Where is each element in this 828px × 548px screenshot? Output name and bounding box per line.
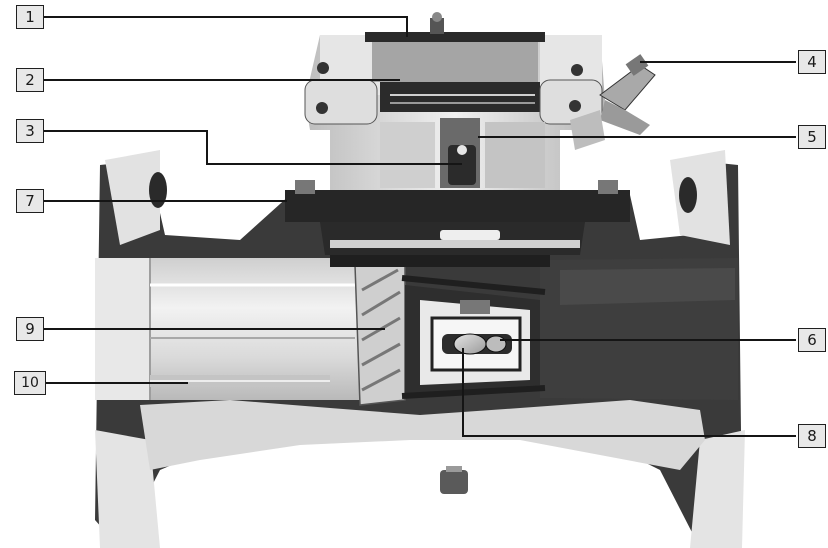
flow-bore — [95, 258, 738, 400]
leader-line-8 — [462, 348, 796, 437]
straightener-vanes — [354, 264, 406, 406]
leader-line-1 — [44, 16, 408, 37]
callout-5: 5 — [798, 125, 826, 149]
pulse-transmitter — [570, 54, 656, 150]
callout-2: 2 — [16, 68, 44, 92]
cover-flange — [285, 180, 630, 267]
callout-9: 9 — [16, 317, 44, 341]
callout-3: 3 — [16, 119, 44, 143]
callout-7: 7 — [16, 189, 44, 213]
callout-1: 1 — [16, 5, 44, 29]
callout-10: 10 — [14, 371, 46, 395]
callout-6: 6 — [798, 328, 826, 352]
leader-lines — [44, 16, 796, 437]
callout-4: 4 — [798, 50, 826, 74]
callout-8: 8 — [798, 424, 826, 448]
rotor-cage — [401, 275, 546, 399]
leader-line-3 — [44, 130, 462, 165]
